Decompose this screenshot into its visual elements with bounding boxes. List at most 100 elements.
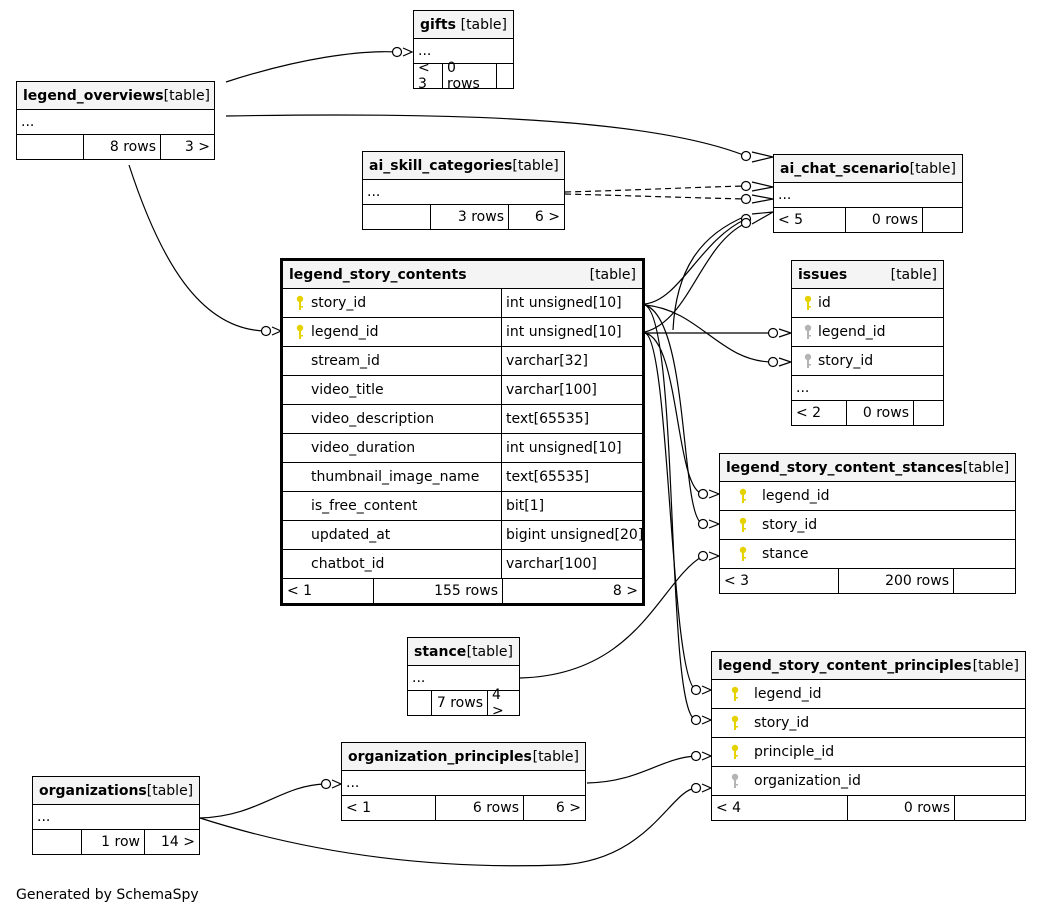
column-name: stream_id (311, 353, 380, 369)
primary-key-icon (716, 744, 754, 760)
column-type: bigint unsigned[20] (501, 521, 643, 549)
parents-count[interactable] (408, 691, 432, 715)
table-legend-story-content-stances[interactable]: legend_story_content_stances [table] leg… (719, 453, 1016, 594)
children-count[interactable] (914, 401, 943, 425)
column-type: int unsigned[10] (501, 289, 642, 317)
table-gifts[interactable]: gifts [table] ... < 3 0 rows (413, 10, 514, 92)
column-name: video_description (311, 411, 435, 427)
parents-count[interactable]: < 2 (792, 401, 847, 425)
table-header: ai_skill_categories [table] (363, 152, 564, 180)
children-count[interactable] (954, 569, 1015, 593)
children-count[interactable]: 6 > (534, 209, 560, 225)
edge-story-contents-ai-chat-scenario-1 (644, 218, 747, 305)
parents-count[interactable]: < 3 (720, 569, 839, 593)
table-footer: < 4 0 rows (712, 796, 1025, 820)
parents-count[interactable]: < 3 (414, 60, 443, 92)
table-kind: [table] (512, 157, 559, 174)
column-row[interactable]: story_id (712, 709, 1025, 738)
table-kind: [table] (589, 266, 636, 283)
table-header: issues [table] (792, 261, 943, 289)
parents-count[interactable]: < 4 (712, 796, 848, 820)
edge-org-principles-principles (586, 755, 697, 784)
row-count: 200 rows (839, 569, 954, 593)
column-row[interactable]: id (792, 289, 943, 318)
edge-ai-skill-categories-ai-chat-scenario-2 (564, 193, 747, 200)
row-count: 0 rows (847, 401, 914, 425)
edge-legend-overviews-legend-story-contents (128, 164, 267, 332)
column-name-cell: legend_id (283, 318, 501, 346)
table-name: legend_story_content_principles (718, 657, 972, 674)
parents-count[interactable] (33, 830, 82, 854)
children-count[interactable] (955, 796, 1025, 820)
column-name-cell: legend_id (792, 318, 943, 346)
parents-count[interactable]: < 5 (774, 208, 846, 232)
children-count[interactable] (923, 208, 962, 232)
table-header: stance [table] (408, 638, 519, 666)
column-row[interactable]: legend_id (792, 318, 943, 347)
column-name: is_free_content (311, 498, 418, 514)
parents-count[interactable]: < 1 (283, 579, 374, 603)
column-type: bit[1] (501, 492, 642, 520)
row-count: 0 rows (846, 208, 923, 232)
children-count[interactable]: 6 > (555, 800, 581, 816)
table-legend-story-content-principles[interactable]: legend_story_content_principles [table] … (711, 651, 1026, 821)
table-ai-skill-categories[interactable]: ai_skill_categories [table] ... 3 rows 6… (362, 151, 565, 230)
children-count[interactable]: 4 > (492, 687, 504, 719)
column-name: chatbot_id (311, 556, 385, 572)
edge-story-id-stances (644, 304, 704, 525)
table-footer: < 1 155 rows 8 > (283, 579, 642, 603)
columns-ellipsis: ... (774, 183, 962, 208)
table-header: legend_story_content_principles [table] (712, 652, 1025, 680)
table-legend-overviews[interactable]: legend_overviews [table] ... 8 rows 3 > (16, 81, 215, 160)
column-row[interactable]: is_free_content bit[1] (283, 492, 642, 521)
column-name-cell: legend_id (712, 680, 1025, 708)
table-stance[interactable]: stance [table] ... 7 rows 4 > (407, 637, 520, 719)
table-name: legend_overviews (23, 87, 164, 104)
parents-count[interactable] (363, 205, 431, 229)
column-row[interactable]: stance (720, 540, 1015, 569)
table-ai-chat-scenario[interactable]: ai_chat_scenario [table] ... < 5 0 rows (773, 154, 963, 233)
column-name-cell: stream_id (283, 347, 501, 375)
primary-key-icon (289, 295, 311, 311)
table-kind: [table] (890, 266, 937, 283)
table-footer: 1 row 14 > (33, 830, 199, 854)
primary-key-icon (724, 517, 762, 533)
column-row[interactable]: story_id (792, 347, 943, 376)
column-row[interactable]: principle_id (712, 738, 1025, 767)
column-type: varchar[100] (501, 376, 642, 404)
row-count: 155 rows (374, 579, 503, 603)
table-kind: [table] (909, 160, 956, 177)
edge-legend-id-stances (644, 332, 704, 495)
column-name-cell: story_id (712, 709, 1025, 737)
children-count[interactable]: 8 > (612, 583, 638, 599)
edge-story-id-principles (644, 304, 697, 721)
column-row[interactable]: organization_id (712, 767, 1025, 796)
table-organizations[interactable]: organizations [table] ... 1 row 14 > (32, 776, 200, 855)
table-name: legend_story_content_stances (726, 459, 963, 476)
column-row[interactable]: legend_id (712, 680, 1025, 709)
parents-count[interactable] (17, 135, 84, 159)
column-row[interactable]: legend_id (720, 482, 1015, 511)
children-count[interactable] (497, 64, 513, 88)
column-row[interactable]: story_id (720, 511, 1015, 540)
parents-count[interactable]: < 1 (342, 796, 436, 820)
table-organization-principles[interactable]: organization_principles [table] ... < 1 … (341, 742, 586, 821)
column-name-cell: organization_id (712, 767, 1025, 795)
column-type: int unsigned[10] (501, 434, 642, 462)
column-name-cell: is_free_content (283, 492, 501, 520)
children-count[interactable]: 14 > (161, 834, 195, 850)
children-count[interactable]: 3 > (184, 139, 210, 155)
